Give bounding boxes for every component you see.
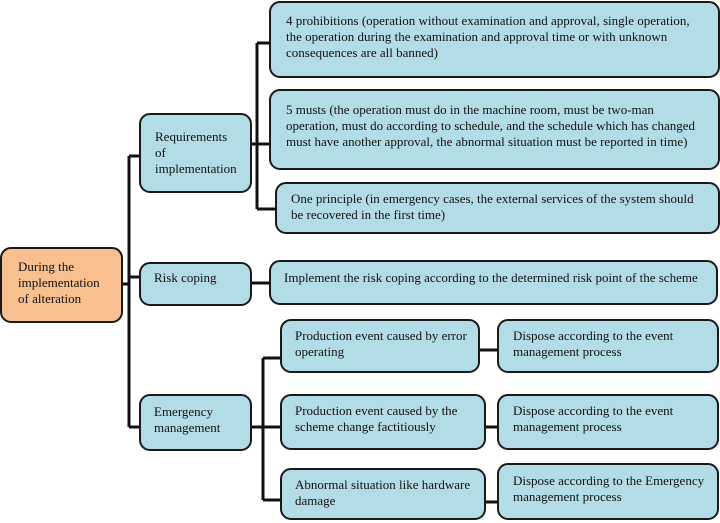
node-label: Dispose according to the Emergency manag… [513,473,705,504]
node-label: Production event caused by the scheme ch… [295,403,458,434]
node-dispose-event-1: Dispose according to the event managemen… [497,319,719,373]
node-label: Requirements of implementation [155,129,237,176]
node-hardware-damage: Abnormal situation like hardware damage [280,468,486,520]
node-5-musts: 5 musts (the operation must do in the ma… [269,89,720,170]
node-requirements-of-implementation: Requirements of implementation [139,113,252,193]
node-implement-risk-coping: Implement the risk coping according to t… [269,260,718,305]
node-label: Risk coping [154,270,217,285]
node-label: Emergency management [154,404,221,435]
node-risk-coping: Risk coping [139,262,252,306]
node-emergency-management: Emergency management [139,394,252,451]
node-label: Dispose according to the event managemen… [513,403,674,434]
node-one-principle: One principle (in emergency cases, the e… [275,182,720,234]
node-label: Dispose according to the event managemen… [513,328,674,359]
node-4-prohibitions: 4 prohibitions (operation without examin… [269,1,720,78]
root-node: During the implementation of alteration [0,247,123,323]
node-label: Abnormal situation like hardware damage [295,477,471,508]
root-node-label: During the implementation of alteration [18,259,100,306]
node-label: Production event caused by error operati… [295,328,467,359]
node-scheme-change-event: Production event caused by the scheme ch… [280,394,486,450]
node-label: 4 prohibitions (operation without examin… [286,13,690,60]
node-label: One principle (in emergency cases, the e… [291,191,694,222]
node-dispose-emergency: Dispose according to the Emergency manag… [497,463,719,520]
node-label: Implement the risk coping according to t… [284,270,698,285]
node-error-operating-event: Production event caused by error operati… [280,319,480,373]
node-dispose-event-2: Dispose according to the event managemen… [497,394,719,450]
node-label: 5 musts (the operation must do in the ma… [286,102,696,149]
